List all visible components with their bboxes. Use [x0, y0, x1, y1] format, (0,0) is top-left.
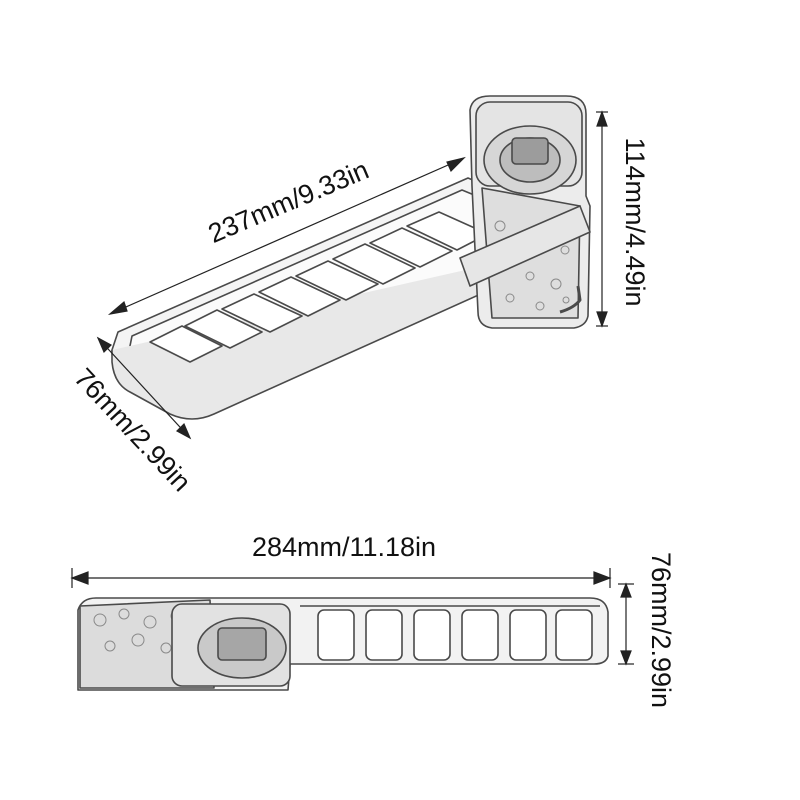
dim-line-top-length: [109, 157, 465, 315]
tray-arm: [459, 205, 591, 287]
dim-line-top-width: [97, 337, 191, 439]
dim-label-bottom-width: 76mm/2.99in: [646, 552, 676, 708]
dim-label-bottom-length: 284mm/11.18in: [252, 532, 436, 562]
suction-cup-knob: [511, 137, 549, 165]
dim-label-top-height: 114mm/4.49in: [620, 137, 650, 306]
side-drain-slots: [317, 609, 593, 661]
arrowhead: [596, 110, 608, 127]
dimension-lines-bottom: [70, 568, 634, 666]
side-suction-knob: [217, 627, 267, 661]
tray-front-edge: [111, 252, 546, 420]
dimension-lines-top: [96, 110, 608, 440]
arrowhead: [446, 156, 466, 173]
arrowhead: [593, 571, 612, 585]
arrowhead: [620, 582, 632, 598]
tray-side-view: [77, 597, 609, 691]
drain-slots: [149, 211, 489, 363]
arrowhead: [96, 336, 112, 354]
arrowhead: [107, 300, 128, 315]
arrowhead: [176, 422, 192, 440]
arrowhead: [596, 311, 608, 328]
tray-perspective-view: [111, 95, 591, 420]
arrowhead: [70, 571, 89, 585]
arrowhead: [620, 650, 632, 666]
hanger-hook: [559, 285, 582, 314]
